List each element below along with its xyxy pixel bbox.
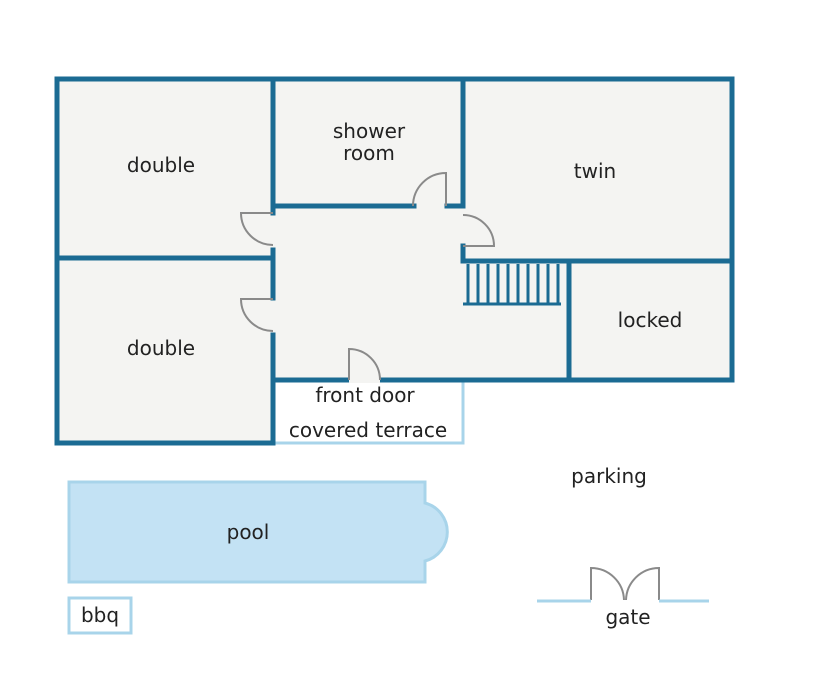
label-twin: twin [574,159,616,183]
label-pool: pool [227,520,270,544]
room-double-bottom [57,258,273,443]
doors [239,171,660,601]
door-shower[interactable] [412,171,447,207]
label-double-bottom: double [127,336,195,360]
bbq [67,596,133,635]
door-double-bottom[interactable] [239,298,274,332]
label-shower-line1: shower [333,119,406,143]
room-shower [273,79,463,206]
label-gate: gate [605,605,650,629]
label-shower-line2: room [343,141,395,165]
door-twin[interactable] [462,214,496,247]
label-parking: parking [571,464,647,488]
pool [67,480,449,584]
label-locked: locked [618,308,683,332]
gate-right-leaf[interactable] [625,566,660,601]
label-double-top: double [127,153,195,177]
label-bbq: bbq [81,603,119,627]
covered-terrace-outline [273,380,465,445]
front-door[interactable] [348,347,381,381]
door-double-top[interactable] [239,212,274,246]
label-covered-terrace: covered terrace [289,418,447,442]
room-floors [57,79,732,443]
stairs[interactable] [463,264,561,306]
room-hall [273,206,569,380]
label-front-door: front door [315,383,415,407]
room-double-top [57,79,273,258]
gate-left-leaf[interactable] [590,566,625,601]
room-locked [569,261,732,380]
